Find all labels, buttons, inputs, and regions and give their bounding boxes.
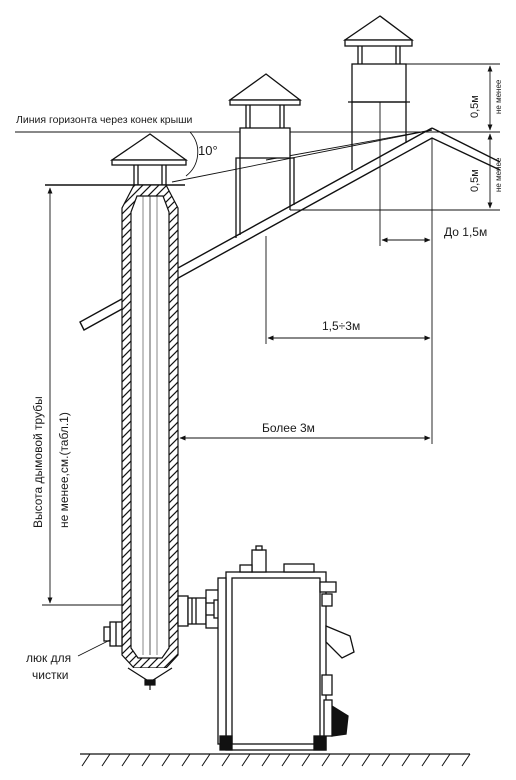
chimney-main — [121, 184, 179, 690]
cleaning-hatch-leader — [77, 639, 111, 657]
chimney-height-label-1: Высота дымовой трубы — [31, 396, 45, 528]
horizon-label: Линия горизонта через конек крыши — [16, 114, 193, 126]
cleaning-hatch-label-1: люк для — [26, 651, 71, 665]
dim-05-top-label: 0,5м — [469, 95, 481, 118]
dim-05-bottom-label: 0,5м — [469, 169, 481, 192]
dim-15-3-label: 1,5÷3м — [322, 319, 360, 333]
chimney-middle — [227, 73, 302, 238]
dim-over-3-label: Более 3м — [262, 421, 315, 435]
dim-right-vertical — [290, 63, 500, 211]
chimney-height-label-2: не менее,см.(табл.1) — [57, 412, 71, 528]
cleaning-hatch-label-2: чистки — [32, 668, 68, 682]
boiler — [217, 545, 355, 751]
cleaning-hatch — [103, 621, 123, 647]
chimney-right — [342, 15, 414, 170]
dim-chimney-height — [42, 187, 124, 606]
dim-05-bottom-sub: не менее — [494, 157, 503, 192]
dim-05-top-sub: не менее — [494, 79, 503, 114]
angle-label: 10° — [198, 143, 218, 158]
angle-arc — [185, 131, 199, 177]
sight-line-10deg — [171, 129, 433, 183]
sight-line-upper — [265, 129, 433, 161]
dim-horizontal — [179, 102, 433, 444]
chimney-cap-left — [109, 133, 189, 185]
floor — [80, 753, 471, 767]
dim-up-to-15-label: До 1,5м — [444, 225, 487, 239]
